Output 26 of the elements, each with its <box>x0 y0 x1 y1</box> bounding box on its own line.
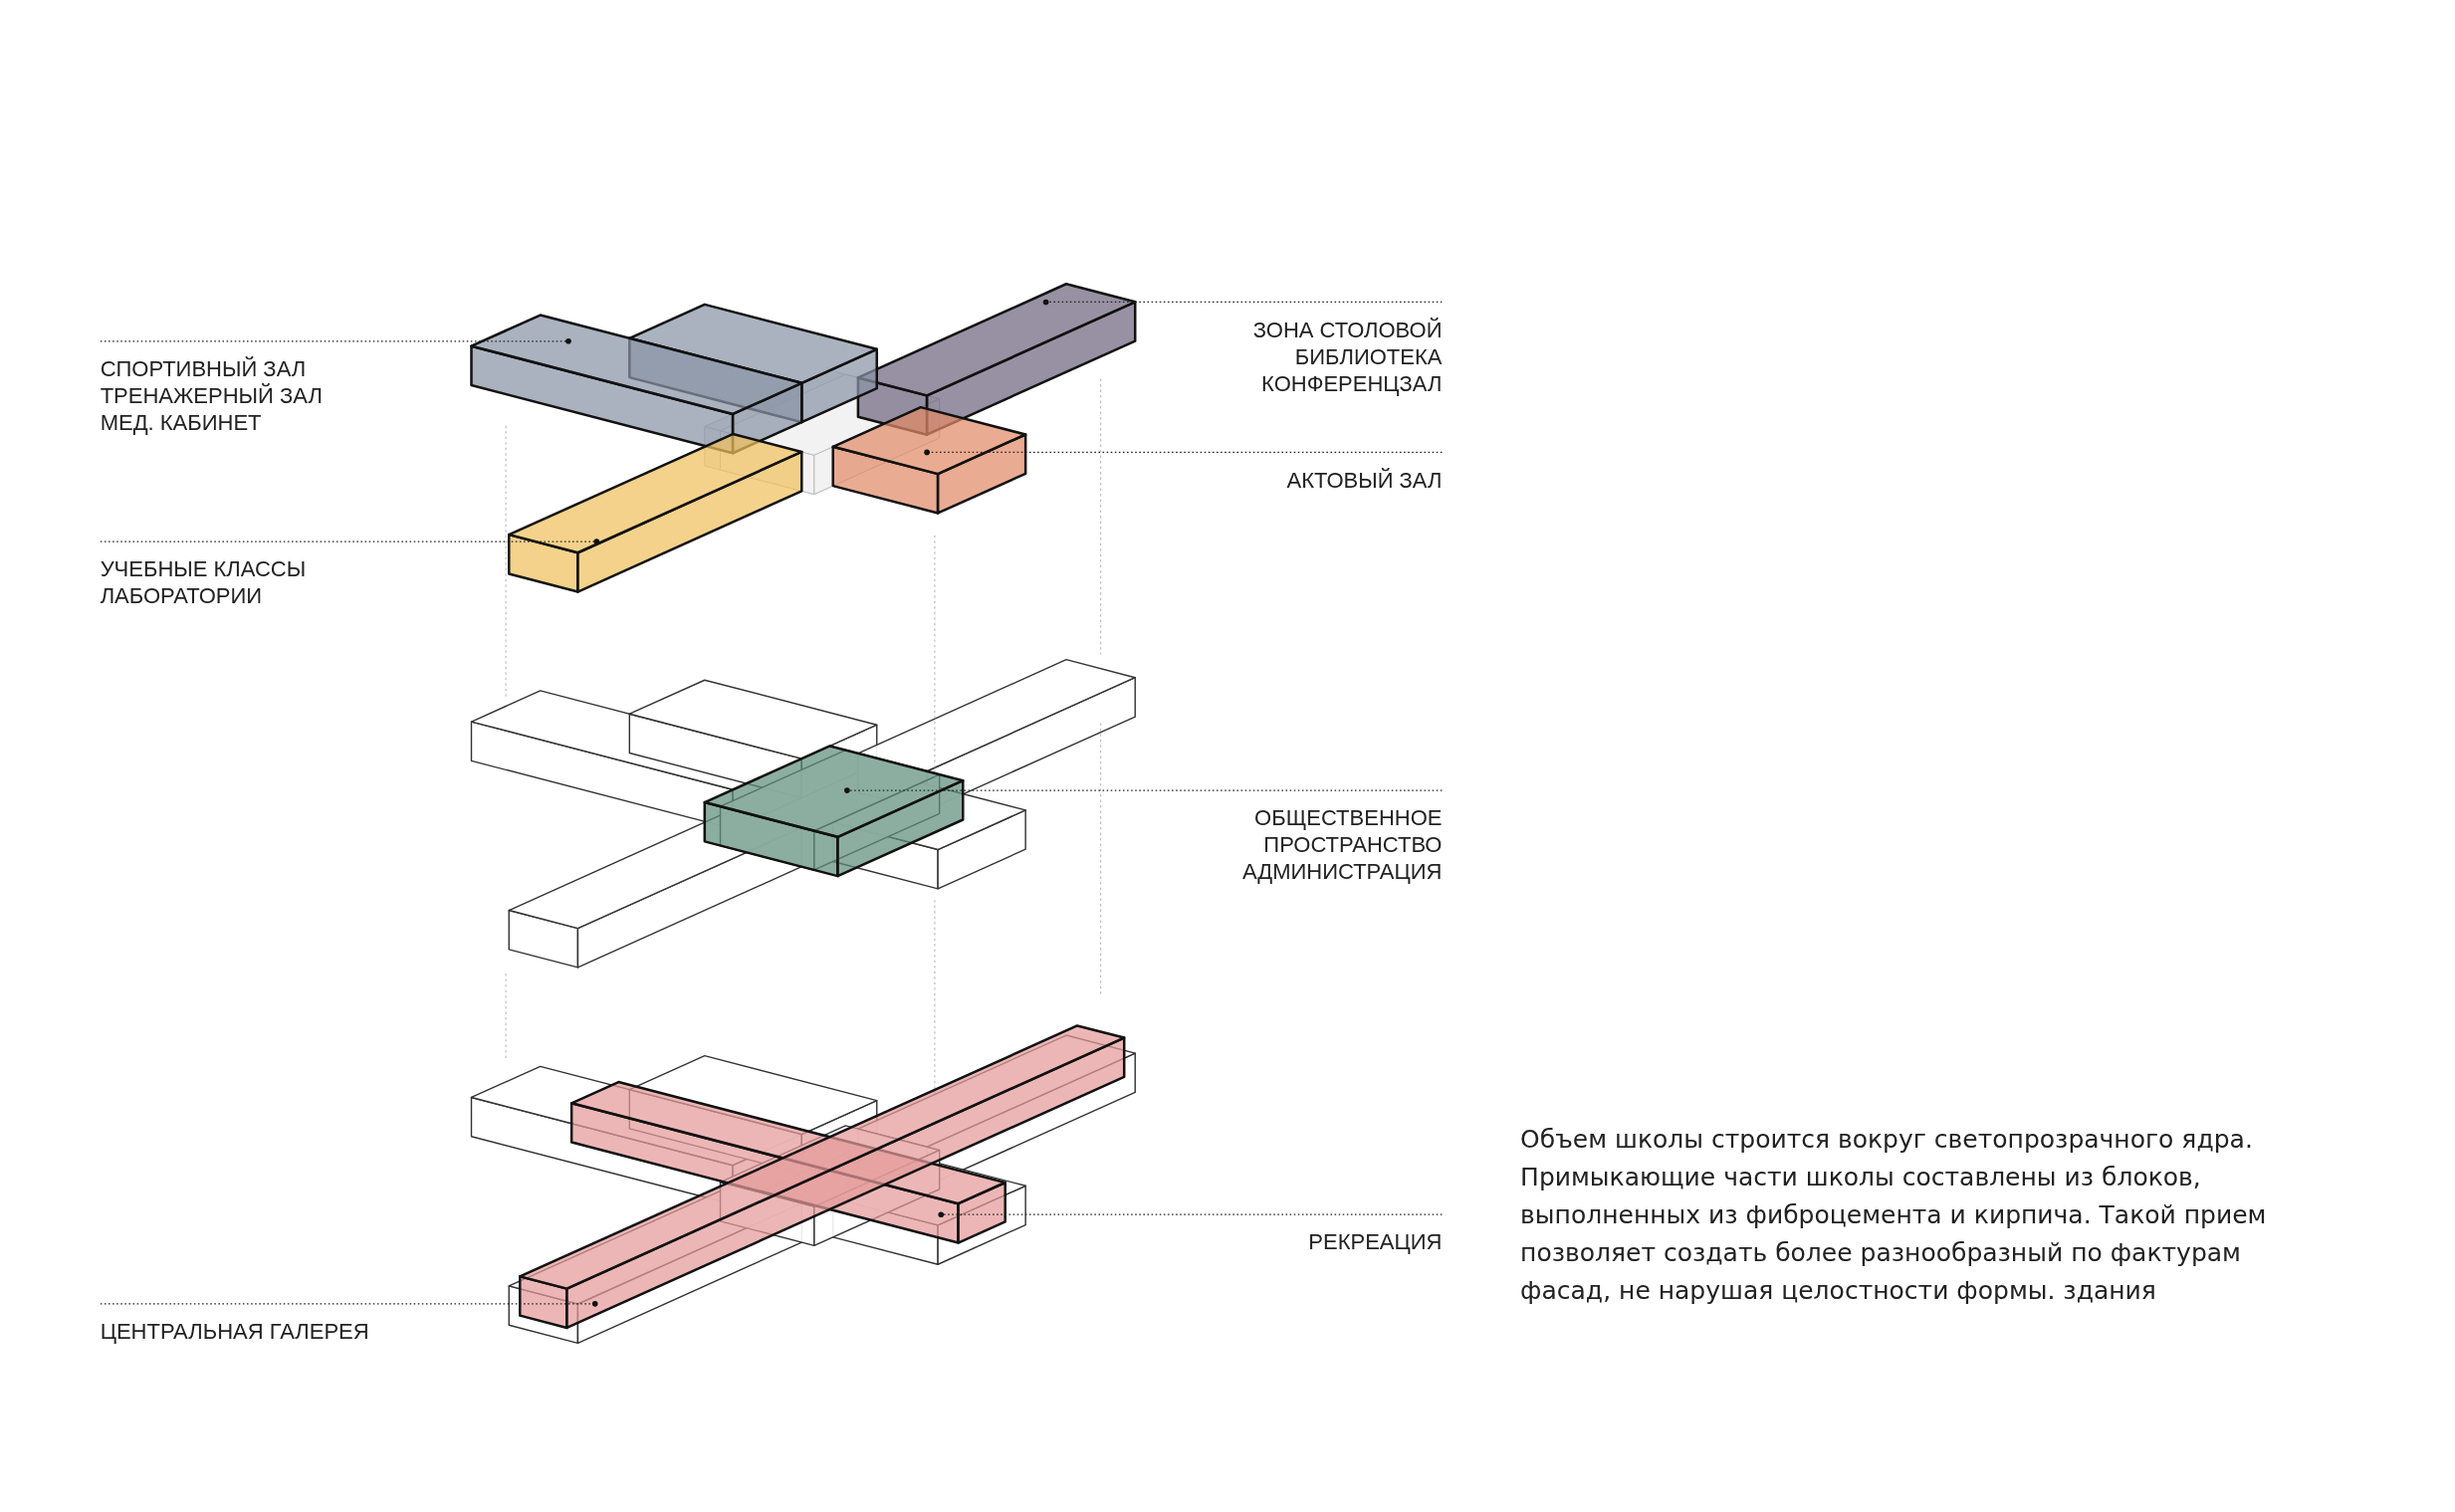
building-block <box>519 1024 1126 1330</box>
leader-line <box>1042 299 1444 306</box>
leader-line <box>100 539 600 544</box>
leader-line <box>938 1211 1444 1218</box>
room-label: РЕКРЕАЦИЯ <box>1308 1228 1443 1256</box>
room-label: КОНФЕРЕНЦЗАЛ <box>1260 369 1443 397</box>
room-label: ТРЕНАЖЕРНЫЙ ЗАЛ <box>100 381 323 409</box>
room-label: МЕД. КАБИНЕТ <box>100 408 263 436</box>
room-label: ЗОНА СТОЛОВОЙ <box>1252 316 1443 343</box>
leader-line <box>100 337 571 344</box>
room-label: АДМИНИСТРАЦИЯ <box>1241 858 1443 886</box>
room-label: АКТОВЫЙ ЗАЛ <box>1286 466 1443 494</box>
room-label: ЛАБОРАТОРИИ <box>100 582 264 610</box>
room-label: ОБЩЕСТВЕННОЕ <box>1253 804 1443 832</box>
leader-line <box>100 1301 598 1307</box>
building-block <box>831 405 1027 515</box>
room-label: БИБЛИОТЕКА <box>1293 342 1443 370</box>
description-paragraph: Объем школы строится вокруг светопрозрачного ядра. Примыкающие части школы составлены из блоков, выполненных из фиброцемента и кирпича. Такой прием позволяет создать более разнообразный по фактурам фасад, не нарушая целостности формы. здания <box>1520 1124 2268 1308</box>
building-block <box>508 432 803 593</box>
room-label: УЧЕБНЫЕ КЛАССЫ <box>100 555 307 583</box>
room-label: ПРОСТРАНСТВО <box>1262 831 1443 859</box>
room-label: СПОРТИВНЫЙ ЗАЛ <box>100 354 308 382</box>
leader-line <box>844 787 1444 793</box>
leader-line <box>924 449 1444 456</box>
room-label: ЦЕНТРАЛЬНАЯ ГАЛЕРЕЯ <box>100 1318 369 1346</box>
building-block <box>703 745 965 878</box>
